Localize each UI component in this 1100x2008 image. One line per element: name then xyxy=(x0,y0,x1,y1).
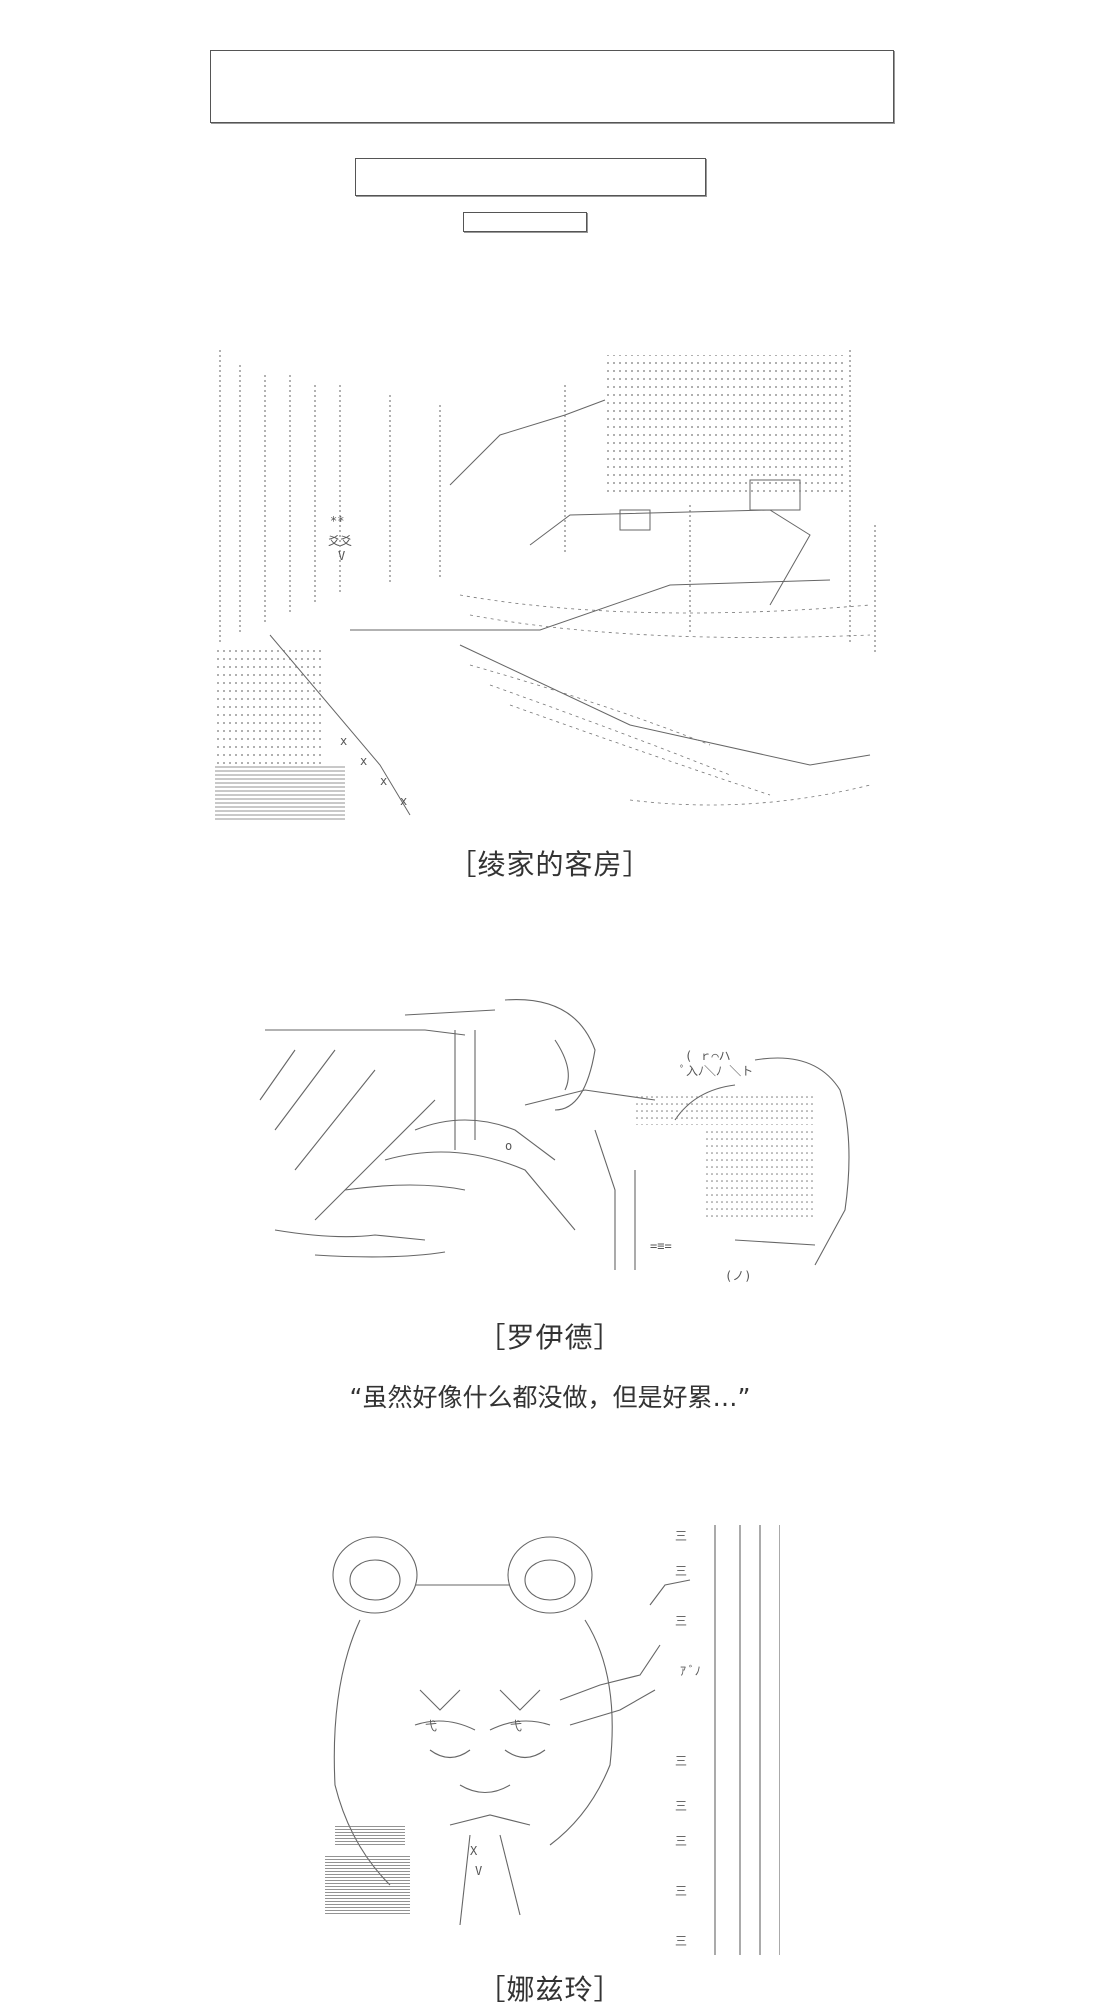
subtitle-frame xyxy=(355,158,706,196)
small-frame xyxy=(463,212,587,232)
svg-text:x: x xyxy=(380,774,387,788)
svg-text:三: 三 xyxy=(675,1614,687,1628)
svg-text:三: 三 xyxy=(675,1529,687,1543)
svg-text:爻爻: 爻爻 xyxy=(328,534,352,548)
svg-text:=≡=: =≡= xyxy=(650,1239,672,1253)
third-caption: ［娜兹玲］ xyxy=(477,1973,623,2006)
third-ascii-art: 三 三 三 三 三 三 三 三 弋 弋 X V ｱ ﾞﾉ xyxy=(320,1525,780,1960)
lloyd-ascii-art: ( ｒ⌒ハ ﾟ入ﾉ＼ﾉ ＼ト o =≡= (ノ) xyxy=(255,990,855,1295)
svg-text:o: o xyxy=(505,1139,512,1153)
svg-text:V: V xyxy=(338,549,345,563)
svg-text:三: 三 xyxy=(675,1564,687,1578)
svg-text:ﾟ入ﾉ＼ﾉ ＼ト: ﾟ入ﾉ＼ﾉ ＼ト xyxy=(680,1064,753,1078)
svg-text:X: X xyxy=(470,1844,478,1858)
svg-text:弋: 弋 xyxy=(510,1719,522,1733)
svg-text:弋: 弋 xyxy=(425,1719,437,1733)
svg-text:三: 三 xyxy=(675,1799,687,1813)
lloyd-quote: “虽然好像什么都没做，但是好累…” xyxy=(349,1383,751,1412)
svg-text:**: ** xyxy=(330,514,344,528)
svg-text:x: x xyxy=(400,794,407,808)
svg-text:(ノ): (ノ) xyxy=(725,1269,751,1283)
svg-text:三: 三 xyxy=(675,1934,687,1948)
svg-text:V: V xyxy=(475,1864,482,1878)
lloyd-caption: ［罗伊德］ xyxy=(477,1321,623,1354)
svg-text:三: 三 xyxy=(675,1754,687,1768)
svg-text:x: x xyxy=(360,754,367,768)
svg-text:( ｒ⌒ハ: ( ｒ⌒ハ xyxy=(685,1049,731,1063)
svg-text:x: x xyxy=(340,734,347,748)
svg-text:三: 三 xyxy=(675,1884,687,1898)
svg-text:ｱ ﾞﾉ: ｱ ﾞﾉ xyxy=(680,1664,701,1678)
room-ascii-art: ** 爻爻 V x x x x xyxy=(210,345,890,825)
svg-text:三: 三 xyxy=(675,1834,687,1848)
room-caption: ［绫家的客房］ xyxy=(448,848,652,881)
title-frame xyxy=(210,50,894,123)
